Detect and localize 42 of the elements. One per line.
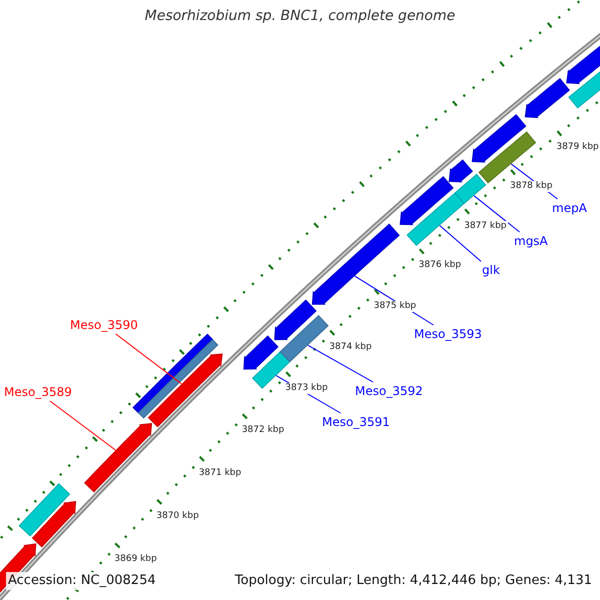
gene-label: mgsA bbox=[514, 233, 548, 249]
gene-feature-bar bbox=[138, 338, 218, 419]
gene-label: glk bbox=[482, 262, 500, 278]
gene-feature-pentagon bbox=[148, 353, 223, 428]
gene-feature-pentagon bbox=[32, 501, 76, 548]
gene-feature-pentagon bbox=[448, 159, 473, 182]
gene-feature-pentagon bbox=[524, 78, 570, 118]
scale-label: 3870 kbp bbox=[155, 510, 200, 522]
genome-info-label: Topology: circular; Length: 4,412,446 bp; Genes: 4,131 bbox=[232, 572, 594, 590]
gene-feature-bar bbox=[132, 334, 214, 414]
leader-line bbox=[473, 195, 520, 232]
leader-line bbox=[49, 400, 116, 451]
scale-label: 3873 kbp bbox=[284, 383, 329, 394]
gene-label: Meso_3591 bbox=[322, 414, 390, 430]
scale-label: 3877 kbp bbox=[463, 220, 508, 232]
gene-feature-bar bbox=[18, 483, 70, 537]
gene-feature-pentagon bbox=[472, 114, 526, 163]
gene-feature-pentagon bbox=[84, 423, 152, 492]
gene-feature-pentagon bbox=[400, 176, 454, 226]
gene-feature-pentagon bbox=[274, 299, 317, 340]
leader-line bbox=[439, 225, 482, 262]
leader-line bbox=[115, 334, 182, 384]
scale-label: 3879 kbp bbox=[555, 142, 600, 154]
gene-feature-pentagon bbox=[243, 335, 279, 370]
gene-label: mepA bbox=[552, 200, 587, 216]
scale-label: 3874 kbp bbox=[328, 342, 373, 353]
scale-label: 3869 kbp bbox=[113, 554, 158, 566]
map-title: Mesorhizobium sp. BNC1, complete genome bbox=[144, 8, 456, 24]
scale-label: 3878 kbp bbox=[509, 181, 554, 192]
scale-label: 3871 kbp bbox=[198, 468, 242, 479]
accession-label: Accession: NC_008254 bbox=[6, 572, 158, 590]
gene-label: Meso_3589 bbox=[4, 384, 72, 400]
scale-label: 3872 kbp bbox=[240, 425, 286, 436]
scale-label: 3875 kbp bbox=[372, 300, 418, 312]
gene-feature-bar bbox=[406, 192, 465, 246]
leader-line bbox=[308, 344, 374, 382]
gene-label: Meso_3592 bbox=[355, 383, 423, 399]
gene-label: Meso_3593 bbox=[414, 326, 482, 342]
scale-label: 3876 kbp bbox=[418, 260, 462, 272]
gene-feature-bar bbox=[280, 314, 329, 362]
gene-feature-bar bbox=[454, 174, 486, 204]
gene-label: Meso_3590 bbox=[70, 317, 138, 333]
